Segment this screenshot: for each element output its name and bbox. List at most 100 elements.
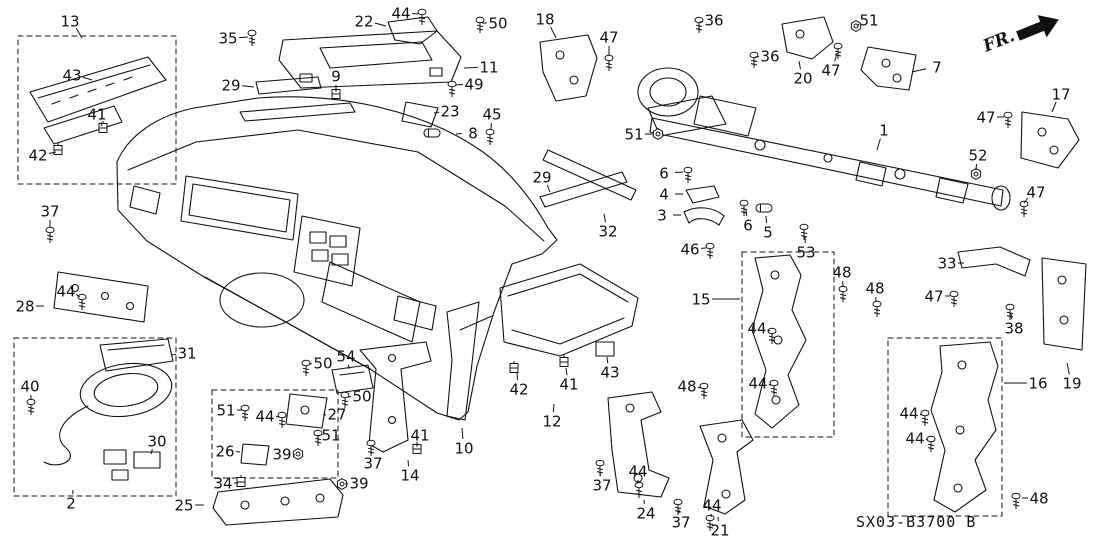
screw-icon xyxy=(45,226,55,244)
callout-29: 29 xyxy=(532,169,551,187)
callout-leader xyxy=(374,22,387,27)
callout-48: 48 xyxy=(865,280,884,298)
screw-icon xyxy=(769,379,779,397)
screw-icon xyxy=(1003,111,1013,129)
callout-16: 16 xyxy=(1028,375,1047,393)
part-panel-12 xyxy=(499,263,639,357)
callout-44: 44 xyxy=(628,463,647,481)
part-hook-3 xyxy=(683,207,725,226)
callout-leader xyxy=(697,386,702,389)
callout-leader xyxy=(546,184,551,193)
callout-leader xyxy=(565,367,568,376)
part-top-panel-11 xyxy=(278,30,462,89)
callout-leader xyxy=(606,356,609,364)
callout-44: 44 xyxy=(748,375,767,393)
clip-icon xyxy=(236,474,246,487)
callout-42: 42 xyxy=(28,147,47,165)
callout-leader xyxy=(834,52,838,62)
callout-48: 48 xyxy=(677,378,696,396)
part-strip-32 xyxy=(542,149,637,201)
screw-icon xyxy=(799,223,809,241)
callout-18: 18 xyxy=(535,11,554,29)
callout-leader xyxy=(856,23,860,27)
group-box-25 xyxy=(211,389,339,479)
screw-icon xyxy=(926,435,936,453)
part-bracket-43b xyxy=(595,341,615,357)
callout-leader xyxy=(433,111,440,114)
callout-leader xyxy=(82,76,93,81)
callout-leader xyxy=(516,372,519,381)
fr-direction-label: FR. xyxy=(979,26,1017,57)
callout-4: 4 xyxy=(659,186,669,204)
callout-leader xyxy=(75,294,81,298)
callout-leader xyxy=(699,20,704,23)
callout-6: 6 xyxy=(743,217,753,235)
callout-26: 26 xyxy=(215,443,234,461)
callout-44: 44 xyxy=(899,405,918,423)
callout-9: 9 xyxy=(331,68,341,86)
callout-leader xyxy=(100,122,103,127)
callout-51: 51 xyxy=(859,12,878,30)
callout-47: 47 xyxy=(599,29,618,47)
screw-icon xyxy=(705,242,715,260)
callout-leader xyxy=(603,213,606,223)
part-steering-hanger-beam-1 xyxy=(637,67,1011,211)
diagram-artwork xyxy=(13,8,1087,532)
screw-icon xyxy=(634,481,644,499)
callout-41: 41 xyxy=(559,376,578,394)
callout-47: 47 xyxy=(924,288,943,306)
part-bracket-26 xyxy=(240,443,270,466)
clip-icon xyxy=(509,360,519,373)
callout-leader xyxy=(1023,197,1029,204)
screw-icon xyxy=(683,166,693,184)
callout-48: 48 xyxy=(1029,490,1048,508)
callout-leader xyxy=(798,60,801,70)
screw-icon xyxy=(447,80,457,98)
screw-icon xyxy=(920,409,930,427)
callout-leader xyxy=(407,459,409,467)
part-bracket-23 xyxy=(401,101,439,128)
callout-leader xyxy=(765,215,768,224)
part-bracket-25 xyxy=(212,478,344,526)
callout-leader xyxy=(455,133,463,135)
callout-51: 51 xyxy=(624,126,643,144)
callout-28: 28 xyxy=(15,298,34,316)
clip-icon xyxy=(559,354,569,367)
cylinder-icon xyxy=(755,203,773,213)
callout-23: 23 xyxy=(440,103,459,121)
clip-icon xyxy=(53,142,63,155)
callout-21: 21 xyxy=(710,522,729,540)
callout-leader xyxy=(768,383,772,386)
callout-50: 50 xyxy=(488,15,507,33)
part-bracket-18 xyxy=(539,34,598,102)
callout-37: 37 xyxy=(40,203,59,221)
callout-leader xyxy=(674,171,684,173)
callout-leader xyxy=(767,329,771,332)
screw-icon xyxy=(247,29,257,47)
callout-34: 34 xyxy=(213,475,232,493)
callout-38: 38 xyxy=(1004,320,1023,338)
callout-leader xyxy=(876,138,881,151)
part-strip-29a xyxy=(255,76,322,95)
screw-icon xyxy=(699,382,709,400)
callout-44: 44 xyxy=(747,320,766,338)
callout-41: 41 xyxy=(87,106,106,124)
screw-icon xyxy=(475,16,485,34)
callout-leader xyxy=(238,36,249,39)
callout-37: 37 xyxy=(363,455,382,473)
callout-40: 40 xyxy=(20,378,39,396)
callout-leader xyxy=(552,403,555,413)
callout-25: 25 xyxy=(174,497,193,515)
callout-36: 36 xyxy=(760,48,779,66)
callout-29: 29 xyxy=(221,77,240,95)
callout-leader xyxy=(411,13,419,15)
callout-44: 44 xyxy=(391,5,410,23)
callout-6: 6 xyxy=(659,165,669,183)
callout-leader xyxy=(911,68,927,73)
part-bracket-21 xyxy=(699,419,754,515)
callout-46: 46 xyxy=(680,241,699,259)
callout-51: 51 xyxy=(321,427,340,445)
callout-41: 41 xyxy=(410,427,429,445)
callout-leader xyxy=(925,438,929,441)
